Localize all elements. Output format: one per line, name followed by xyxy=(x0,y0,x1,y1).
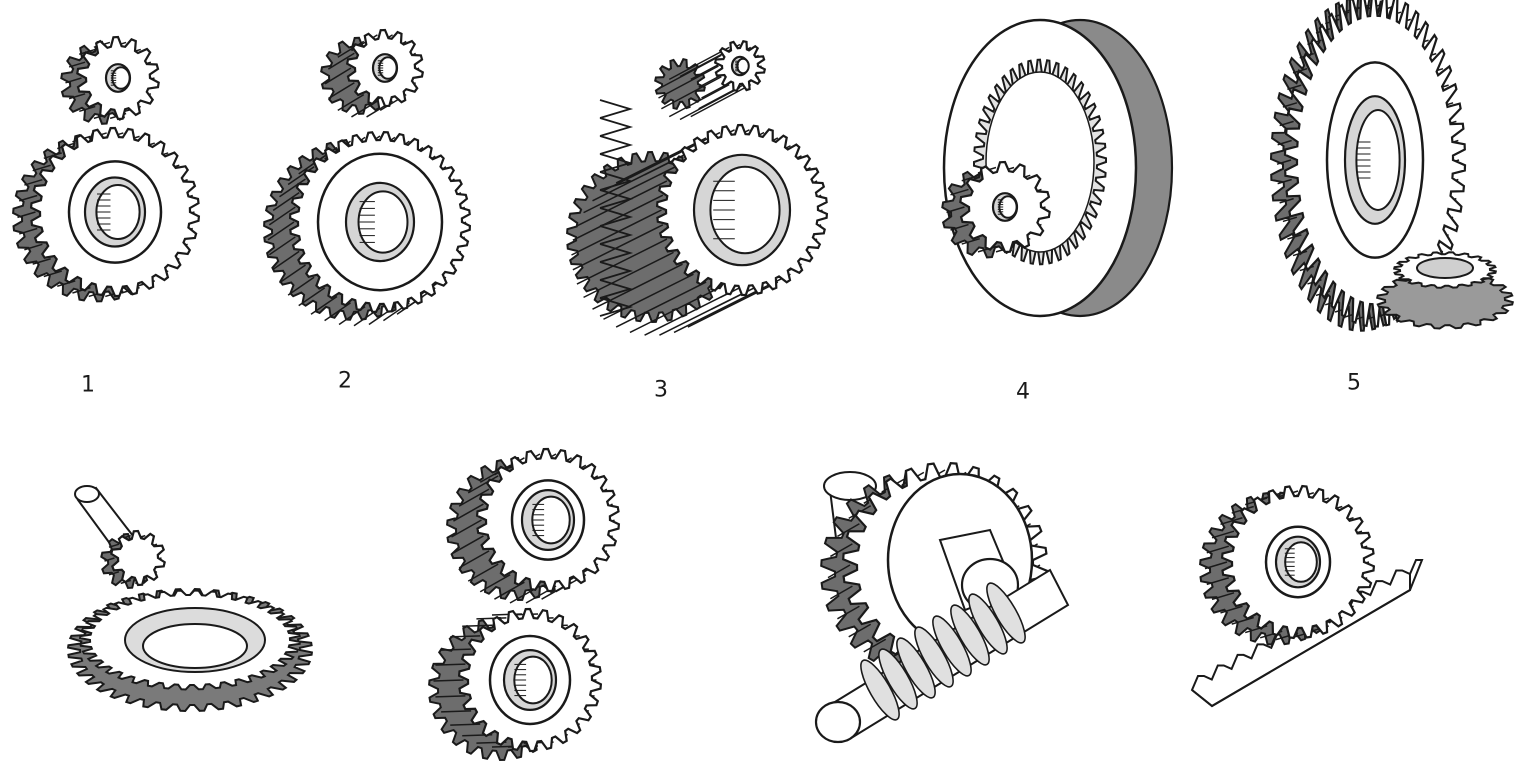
herringbone-pinion xyxy=(654,39,767,121)
helical-pinion xyxy=(320,28,425,118)
bevel-wheel xyxy=(1269,0,1467,332)
figure-label-1: 1 xyxy=(81,372,95,398)
figure-label-3: 3 xyxy=(654,377,668,403)
bevel-gear-pair-figure xyxy=(1269,0,1515,332)
internal-pinion xyxy=(941,160,1051,259)
internal-ring-gear-figure xyxy=(941,18,1174,318)
herringbone-gear-pair-figure xyxy=(566,39,829,336)
herringbone-wheel xyxy=(566,123,829,336)
crossed-helical-upper xyxy=(446,447,621,604)
figure-label-4: 4 xyxy=(1016,379,1030,405)
spur-pinion xyxy=(60,35,160,125)
helical-wheel xyxy=(263,130,472,327)
spiral-pinion xyxy=(100,529,166,590)
spiral-bevel-gear-figure xyxy=(66,485,314,713)
spur-gear-pair-figure xyxy=(12,35,201,303)
figure-label-5: 5 xyxy=(1347,370,1361,396)
helical-gear-pair-figure xyxy=(263,28,472,327)
rack-and-pinion-figure xyxy=(1190,484,1424,708)
worm-and-wheel-figure xyxy=(814,462,1070,744)
figure-label-2: 2 xyxy=(338,368,352,394)
rack-pinion xyxy=(1199,484,1376,646)
spur-wheel xyxy=(12,126,201,303)
crossed-helical-lower xyxy=(428,607,603,762)
crossed-helical-gear-figure xyxy=(428,447,621,762)
